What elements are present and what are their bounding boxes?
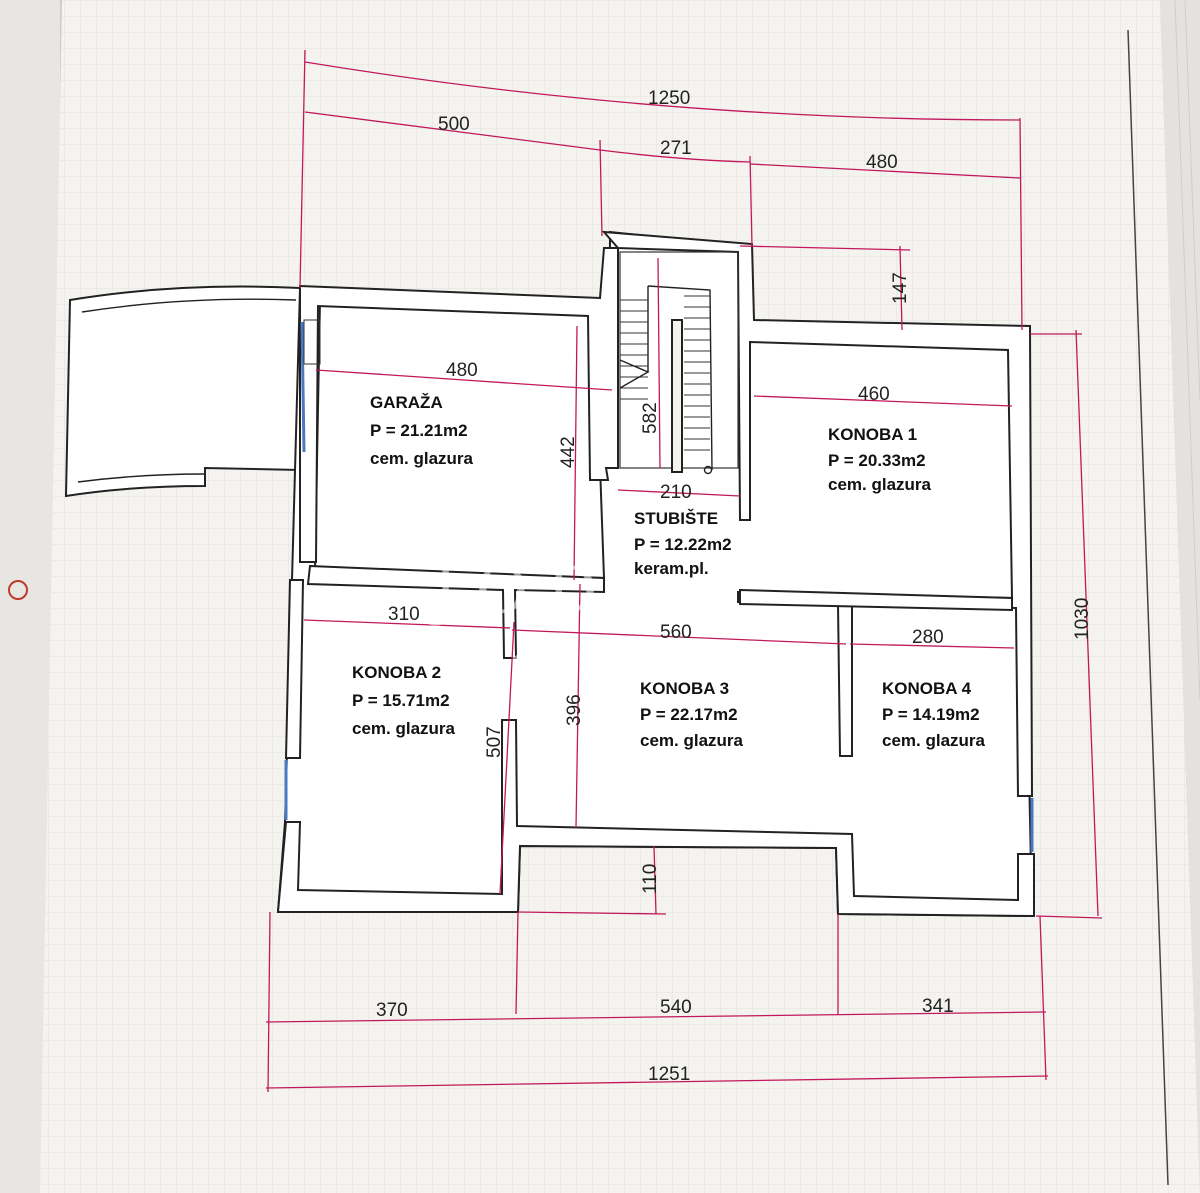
dim-konoba2-width: 310 — [388, 604, 420, 625]
dim-konoba1-width: 460 — [858, 384, 890, 405]
binder-ring-icon — [8, 580, 28, 600]
room-konoba3-area: P = 22.17m2 — [640, 705, 738, 724]
room-konoba3: KONOBA 3 P = 22.17m2 cem. glazura — [640, 679, 744, 750]
room-konoba2-area: P = 15.71m2 — [352, 691, 450, 710]
watermark-sub: NEKRETNINE — [444, 649, 773, 669]
stair-arrow-icon — [703, 465, 713, 475]
room-stubiste-name: STUBIŠTE — [634, 509, 718, 528]
dimension-lines — [265, 49, 1103, 1093]
windows — [284, 319, 1034, 852]
dim-garaza-width: 480 — [446, 360, 478, 381]
room-stubiste: STUBIŠTE P = 12.22m2 keram.pl. — [634, 509, 732, 578]
dim-top-right: 480 — [866, 152, 898, 173]
room-konoba4-finish: cem. glazura — [882, 731, 986, 750]
room-garaza-name: GARAŽA — [370, 393, 443, 412]
dim-top-total: 1250 — [648, 88, 690, 109]
dim-right-total: 1030 — [1072, 598, 1093, 640]
dim-bottom-total: 1251 — [648, 1064, 690, 1085]
dim-top-mid: 271 — [660, 138, 692, 159]
room-konoba4-area: P = 14.19m2 — [882, 705, 980, 724]
room-stubiste-finish: keram.pl. — [634, 559, 709, 578]
dim-bottom-left: 370 — [376, 1000, 408, 1021]
dim-stair-length: 582 — [640, 402, 661, 434]
dimension-labels: 1250 500 271 480 147 1030 480 442 582 21… — [376, 88, 1093, 1085]
dim-stair-offset: 147 — [890, 272, 911, 304]
room-garaza-finish: cem. glazura — [370, 449, 474, 468]
room-konoba2-name: KONOBA 2 — [352, 663, 441, 682]
watermark-brand: JODA — [426, 554, 680, 628]
dim-konoba2-depth: 507 — [484, 726, 505, 758]
room-garaza: GARAŽA P = 21.21m2 cem. glazura — [370, 393, 474, 468]
stair-treads — [620, 295, 710, 451]
room-konoba2: KONOBA 2 P = 15.71m2 cem. glazura — [352, 663, 456, 738]
room-konoba3-finish: cem. glazura — [640, 731, 744, 750]
room-konoba2-finish: cem. glazura — [352, 719, 456, 738]
dim-bottom-recess: 110 — [640, 864, 661, 894]
window-garage — [300, 321, 306, 453]
room-konoba1: KONOBA 1 P = 20.33m2 cem. glazura — [828, 425, 932, 494]
watermark: JODA NEKRETNINE — [426, 554, 773, 669]
room-konoba1-area: P = 20.33m2 — [828, 451, 926, 470]
room-konoba4: KONOBA 4 P = 14.19m2 cem. glazura — [882, 679, 986, 750]
dim-stair-width: 210 — [660, 482, 692, 503]
dim-konoba3-width: 560 — [660, 622, 692, 643]
dim-top-left: 500 — [438, 114, 470, 135]
garage-ramp — [64, 285, 301, 498]
room-konoba1-finish: cem. glazura — [828, 475, 932, 494]
walls — [276, 230, 1035, 918]
room-konoba1-name: KONOBA 1 — [828, 425, 917, 444]
room-konoba3-name: KONOBA 3 — [640, 679, 729, 698]
room-konoba4-name: KONOBA 4 — [882, 679, 972, 698]
dim-bottom-mid: 540 — [660, 997, 692, 1018]
dim-bottom-right: 341 — [922, 996, 954, 1017]
dim-konoba4-width: 280 — [912, 627, 944, 648]
room-stubiste-area: P = 12.22m2 — [634, 535, 732, 554]
dim-konoba3-depth: 396 — [564, 694, 585, 726]
staircase — [619, 251, 739, 475]
dim-garaza-depth: 442 — [558, 436, 579, 468]
room-garaza-area: P = 21.21m2 — [370, 421, 468, 440]
